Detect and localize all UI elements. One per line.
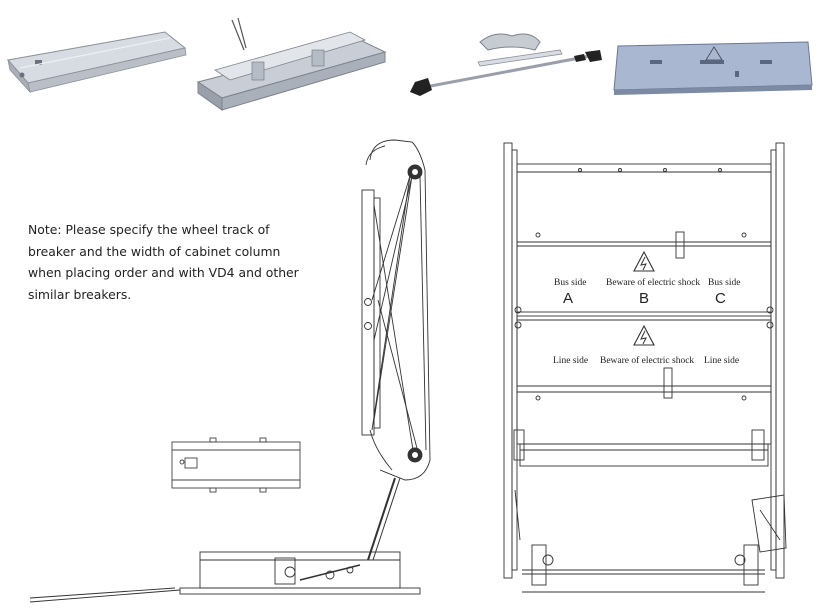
phase-b-label: B	[639, 290, 650, 307]
plate-render-1	[7, 31, 187, 94]
shutter-render-4	[613, 41, 813, 95]
lower-right-label: Line side	[704, 356, 740, 366]
phase-a-label: A	[563, 290, 574, 307]
warning-triangle-icon	[633, 324, 655, 346]
product-render-front-plate	[7, 17, 813, 111]
upper-left-label: Bus side	[554, 278, 587, 288]
note-line: Note: Please specify the wheel track of	[28, 222, 270, 237]
note-line: when placing order and with VD4 and othe…	[28, 265, 299, 280]
note-line: breaker and the width of cabinet column	[28, 243, 281, 259]
lower-center-label: Beware of electric shock	[600, 356, 695, 366]
lower-left-label: Line side	[553, 356, 589, 366]
order-note: Note: Please specify the wheel track of …	[28, 219, 299, 305]
note-line: similar breakers.	[28, 286, 132, 302]
upper-center-label: Beware of electric shock	[606, 278, 701, 288]
upper-right-label: Bus side	[708, 278, 741, 288]
rod-render-3	[410, 33, 602, 96]
phase-c-label: C	[715, 290, 726, 307]
warning-triangle-icon	[633, 250, 655, 272]
rail-render-2	[196, 17, 387, 111]
